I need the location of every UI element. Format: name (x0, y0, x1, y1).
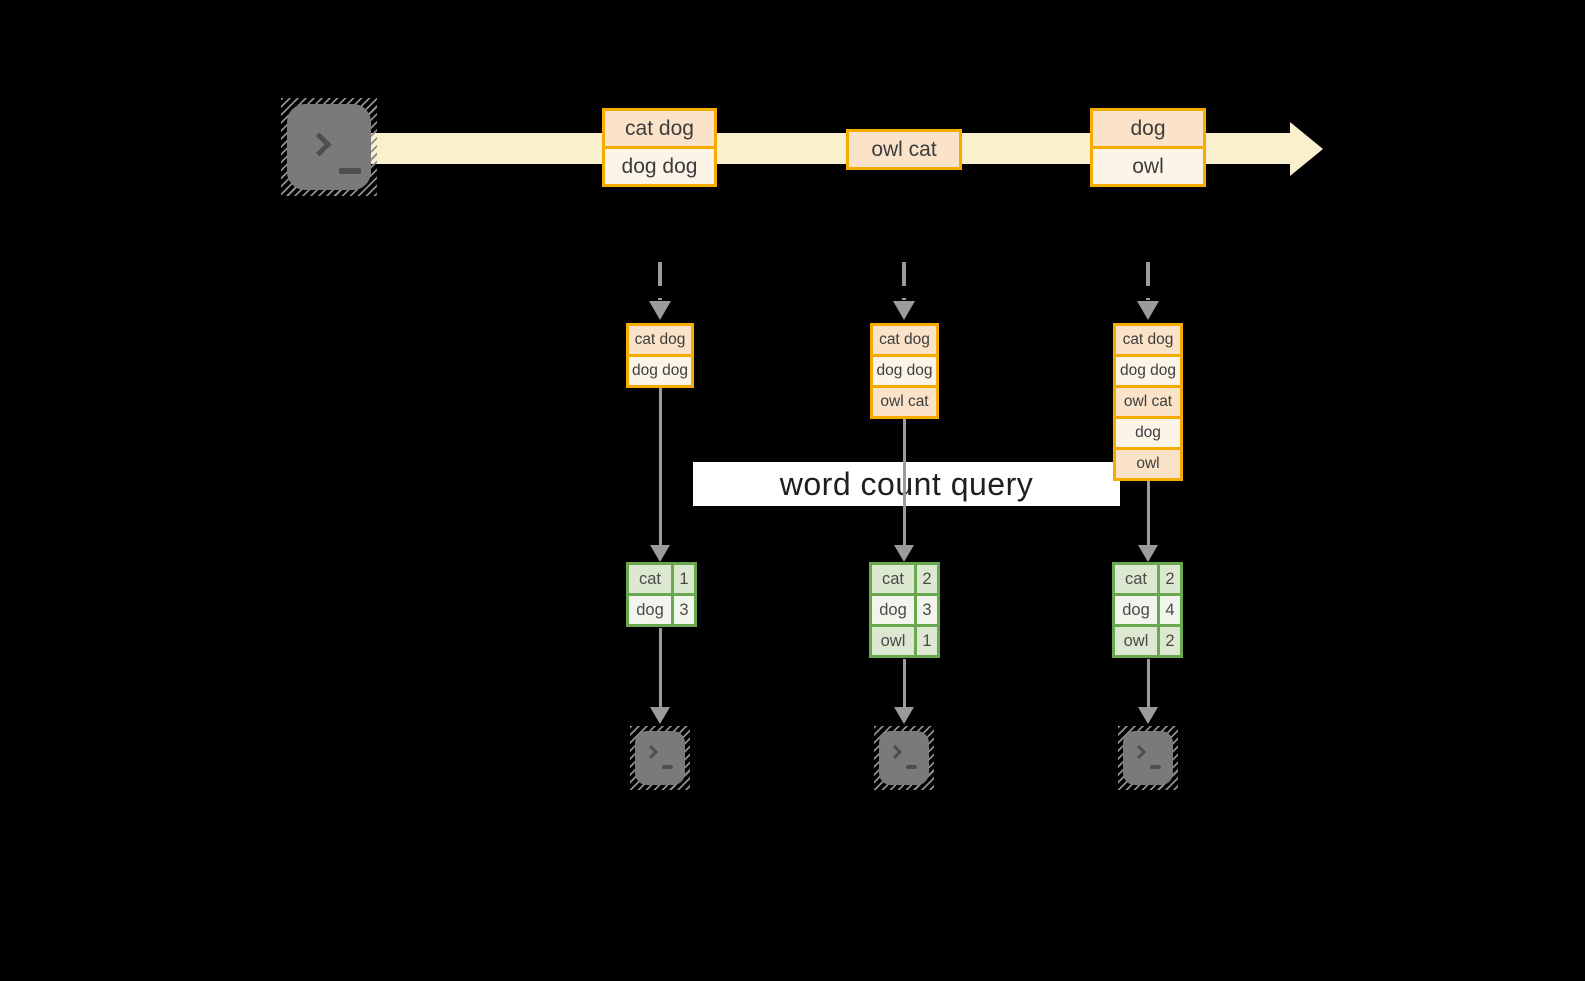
query-arrowhead-icon (894, 545, 914, 562)
table-word-cell: dog (1115, 596, 1157, 624)
state-row: owl (1113, 447, 1183, 481)
count-table-2: cat 2 dog 3 owl 1 (869, 562, 940, 658)
terminal-screen (879, 731, 929, 785)
state-row: dog (1113, 416, 1183, 450)
ingest-arrowhead-icon (1137, 301, 1159, 320)
terminal-cursor-icon (1150, 765, 1161, 769)
state-row: owl cat (870, 385, 939, 419)
terminal-cursor-icon (339, 168, 361, 174)
output-arrow-line-3 (1146, 659, 1150, 708)
terminal-cursor-icon (906, 765, 917, 769)
query-label: word count query (693, 462, 1120, 506)
state-row: dog dog (626, 354, 694, 388)
terminal-prompt-icon (307, 132, 332, 157)
sink-terminal-icon-2 (874, 726, 934, 790)
state-row: owl cat (1113, 385, 1183, 419)
table-word-cell: dog (629, 596, 671, 624)
stream-source-terminal-icon (281, 98, 377, 196)
state-row: cat dog (626, 323, 694, 357)
output-arrowhead-icon (650, 707, 670, 724)
state-row: dog dog (870, 354, 939, 388)
state-stack-1: cat dog dog dog (626, 323, 694, 388)
stream-event-box-1: cat dog dog dog (602, 108, 717, 187)
output-arrowhead-icon (1138, 707, 1158, 724)
ingest-arrow-line-2 (902, 262, 906, 300)
count-table-1: cat 1 dog 3 (626, 562, 697, 627)
table-word-cell: dog (872, 596, 914, 624)
ingest-arrow-line-3 (1146, 262, 1150, 300)
table-word-cell: cat (1115, 565, 1157, 593)
output-arrowhead-icon (894, 707, 914, 724)
terminal-screen (1123, 731, 1173, 785)
sink-terminal-icon-3 (1118, 726, 1178, 790)
query-arrow-line-1 (658, 388, 662, 546)
state-stack-3: cat dog dog dog owl cat dog owl (1113, 323, 1183, 481)
table-count-cell: 1 (917, 627, 937, 655)
stream-event-box-2: owl cat (846, 129, 962, 170)
terminal-screen (287, 104, 371, 190)
query-arrowhead-icon (1138, 545, 1158, 562)
table-count-cell: 3 (674, 596, 694, 624)
ingest-arrowhead-icon (893, 301, 915, 320)
count-table-3: cat 2 dog 4 owl 2 (1112, 562, 1183, 658)
ingest-arrow-line-1 (658, 262, 662, 300)
table-word-cell: cat (629, 565, 671, 593)
state-row: dog dog (1113, 354, 1183, 388)
terminal-cursor-icon (662, 765, 673, 769)
table-count-cell: 2 (1160, 565, 1180, 593)
terminal-screen (635, 731, 685, 785)
state-row: cat dog (1113, 323, 1183, 357)
query-arrow-line-3 (1146, 481, 1150, 546)
query-arrowhead-icon (650, 545, 670, 562)
output-arrow-line-1 (658, 628, 662, 708)
sink-terminal-icon-1 (630, 726, 690, 790)
table-count-cell: 4 (1160, 596, 1180, 624)
terminal-prompt-icon (1131, 744, 1147, 760)
table-count-cell: 2 (917, 565, 937, 593)
query-arrow-line-2 (902, 419, 906, 546)
stream-arrowhead-icon (1290, 122, 1323, 176)
stream-event-row: cat dog (602, 108, 717, 149)
stream-event-row: dog (1090, 108, 1206, 149)
output-arrow-line-2 (902, 659, 906, 708)
state-row: cat dog (870, 323, 939, 357)
stream-event-row: dog dog (602, 146, 717, 187)
ingest-arrowhead-icon (649, 301, 671, 320)
stream-event-box-3: dog owl (1090, 108, 1206, 187)
stream-event-row: owl cat (846, 129, 962, 170)
table-count-cell: 2 (1160, 627, 1180, 655)
state-stack-2: cat dog dog dog owl cat (870, 323, 939, 419)
terminal-prompt-icon (643, 744, 659, 760)
table-word-cell: owl (1115, 627, 1157, 655)
stream-event-row: owl (1090, 146, 1206, 187)
table-count-cell: 3 (917, 596, 937, 624)
table-count-cell: 1 (674, 565, 694, 593)
terminal-prompt-icon (887, 744, 903, 760)
table-word-cell: cat (872, 565, 914, 593)
table-word-cell: owl (872, 627, 914, 655)
